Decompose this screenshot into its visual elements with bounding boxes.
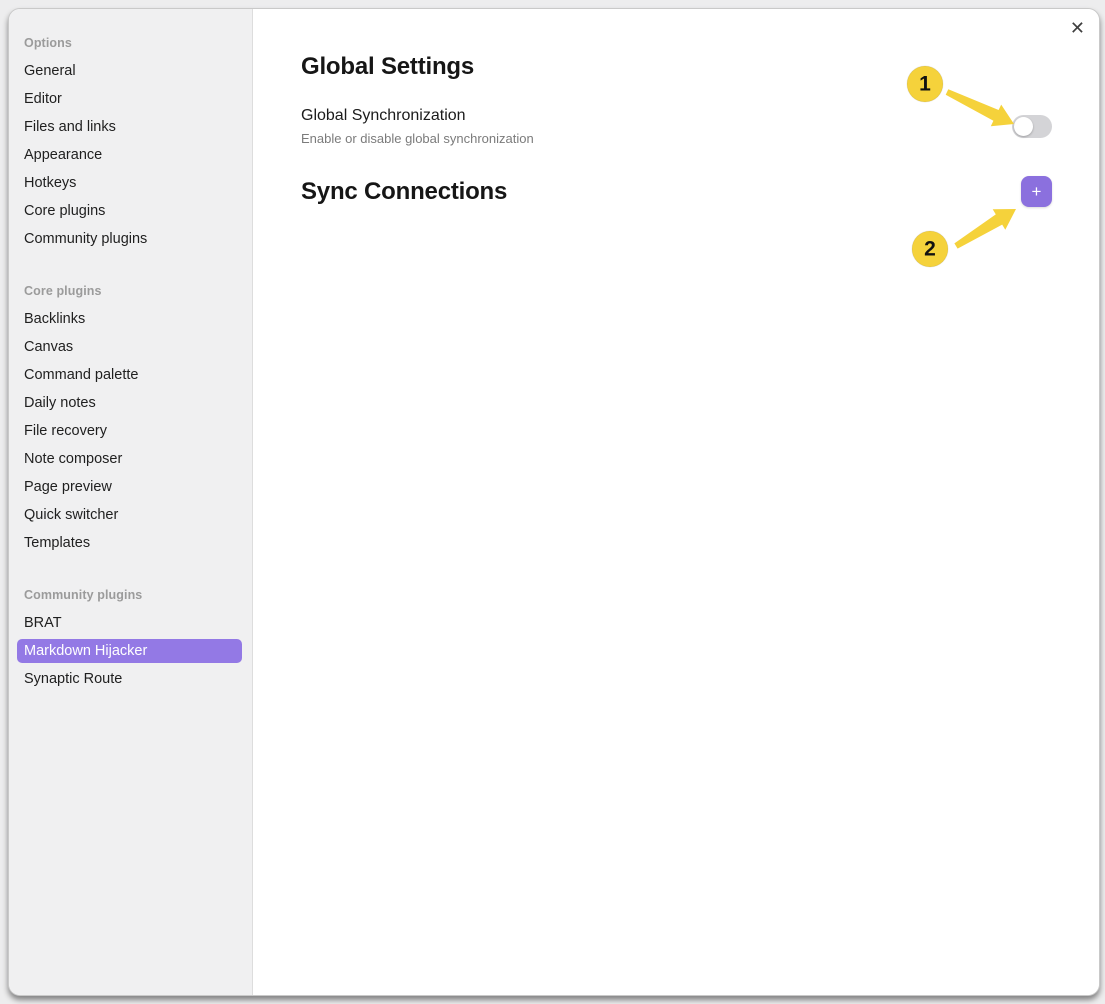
sidebar-item-backlinks[interactable]: Backlinks (24, 311, 86, 327)
global-synchronization-setting: Global Synchronization Enable or disable… (301, 107, 1052, 146)
sidebar-item-core-plugins[interactable]: Core plugins (24, 203, 106, 219)
sidebar-item-general[interactable]: General (24, 63, 76, 79)
sidebar-section-header-core-plugins: Core plugins (24, 284, 102, 298)
toggle-knob (1014, 117, 1033, 136)
sidebar-item-appearance[interactable]: Appearance (24, 147, 103, 163)
setting-info: Global Synchronization Enable or disable… (301, 107, 534, 146)
sidebar-item-command-palette[interactable]: Command palette (24, 367, 139, 383)
sidebar-item-files-and-links[interactable]: Files and links (24, 119, 116, 135)
sidebar-section-header-options: Options (24, 36, 72, 50)
sidebar-item-file-recovery[interactable]: File recovery (24, 423, 107, 439)
sidebar-item-page-preview[interactable]: Page preview (24, 479, 112, 495)
sync-connections-title: Sync Connections (301, 177, 508, 205)
setting-description: Enable or disable global synchronization (301, 131, 534, 146)
sidebar-item-hotkeys[interactable]: Hotkeys (24, 175, 77, 191)
sidebar-item-quick-switcher[interactable]: Quick switcher (24, 507, 119, 523)
global-settings-title: Global Settings (301, 53, 475, 80)
sidebar-item-brat[interactable]: BRAT (24, 615, 62, 631)
sidebar-item-note-composer[interactable]: Note composer (24, 451, 123, 467)
sidebar-item-templates[interactable]: Templates (24, 535, 91, 551)
sidebar-item-editor[interactable]: Editor (24, 91, 62, 107)
setting-name: Global Synchronization (301, 107, 466, 124)
sidebar-item-daily-notes[interactable]: Daily notes (24, 395, 96, 411)
global-sync-toggle[interactable] (1012, 115, 1052, 138)
add-sync-connection-button[interactable]: + (1021, 176, 1052, 207)
sidebar-section-header-community-plugins: Community plugins (24, 588, 143, 602)
close-icon[interactable]: ✕ (1069, 18, 1085, 38)
sidebar-item-community-plugins[interactable]: Community plugins (24, 231, 148, 247)
sidebar-item-canvas[interactable]: Canvas (24, 339, 74, 355)
sync-connections-header-row: Sync Connections + (301, 176, 1052, 207)
sidebar-item-markdown-hijacker[interactable]: Markdown Hijacker (17, 639, 242, 663)
settings-content: ✕ Global Settings Global Synchronization… (253, 9, 1099, 995)
sidebar-item-synaptic-route[interactable]: Synaptic Route (24, 671, 123, 687)
